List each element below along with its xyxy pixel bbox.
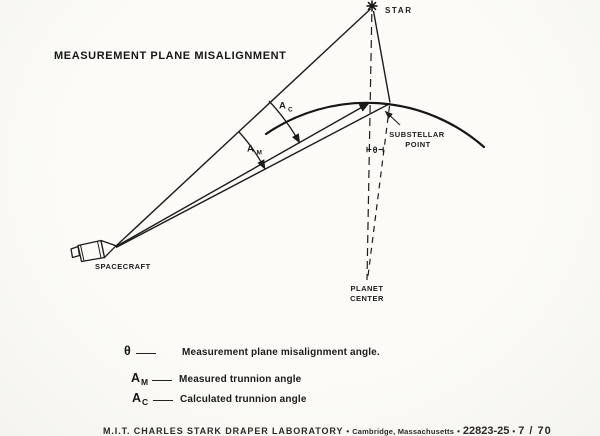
planet-center-label-line2: CENTER: [350, 294, 384, 303]
legend-dash: [136, 353, 156, 354]
footer-document-number: 22823-25: [462, 425, 510, 436]
calculated-angle-label: A: [279, 101, 286, 112]
line-spacecraft-measured: [115, 102, 391, 249]
legend-symbol-theta: θ: [124, 344, 131, 358]
calculated-trunnion-angle-arc: [268, 100, 301, 144]
dashed-measured-planet-center-line: [366, 105, 391, 281]
spacecraft-label: SPACECRAFT: [95, 262, 151, 271]
figure-title: MEASUREMENT PLANE MISALIGNMENT: [54, 50, 287, 62]
footer-separator: •: [512, 427, 516, 436]
measured-trunnion-angle-arc: [238, 131, 266, 170]
legend-symbol-ac: AC: [132, 391, 149, 407]
line-spacecraft-to-substellar: [115, 102, 370, 248]
footer-date-code: 7 / 70: [518, 425, 552, 436]
footer-separator: •: [346, 427, 350, 436]
substellar-pointer-arrow: [384, 110, 401, 126]
planet-center-label-line1: PLANET: [351, 284, 384, 293]
measured-angle-subscript: M: [257, 150, 262, 157]
legend-symbol-am: AM: [131, 371, 149, 387]
footer-separator: •: [457, 427, 460, 436]
line-star-to-measured-point: [372, 10, 391, 103]
dashed-star-planet-center-line: [366, 13, 373, 281]
substellar-point-label-line2: POINT: [405, 140, 430, 149]
footer: M.I.T. CHARLES STARK DRAPER LABORATORY•C…: [103, 421, 552, 436]
measured-angle-label: A: [247, 144, 254, 155]
star-icon: [366, 0, 378, 12]
footer-location: Cambridge, Massachusetts: [352, 427, 455, 436]
line-spacecraft-to-star: [115, 8, 371, 247]
theta-dimension-marks: [366, 146, 384, 153]
legend-description-theta: Measurement plane misalignment angle.: [182, 347, 380, 358]
planet-surface-arc: [264, 101, 486, 149]
legend-description-am: Measured trunnion angle: [179, 374, 302, 385]
footer-organization: M.I.T. CHARLES STARK DRAPER LABORATORY: [103, 426, 344, 436]
legend-dash: [152, 380, 172, 381]
spacecraft-icon: [70, 239, 117, 263]
theta-angle-label: θ: [373, 145, 378, 155]
legend-description-ac: Calculated trunnion angle: [180, 394, 307, 405]
substellar-point-label-line1: SUBSTELLAR: [389, 130, 445, 139]
star-label: STAR: [385, 6, 413, 15]
calculated-angle-subscript: C: [288, 107, 293, 114]
legend-dash: [153, 400, 173, 401]
